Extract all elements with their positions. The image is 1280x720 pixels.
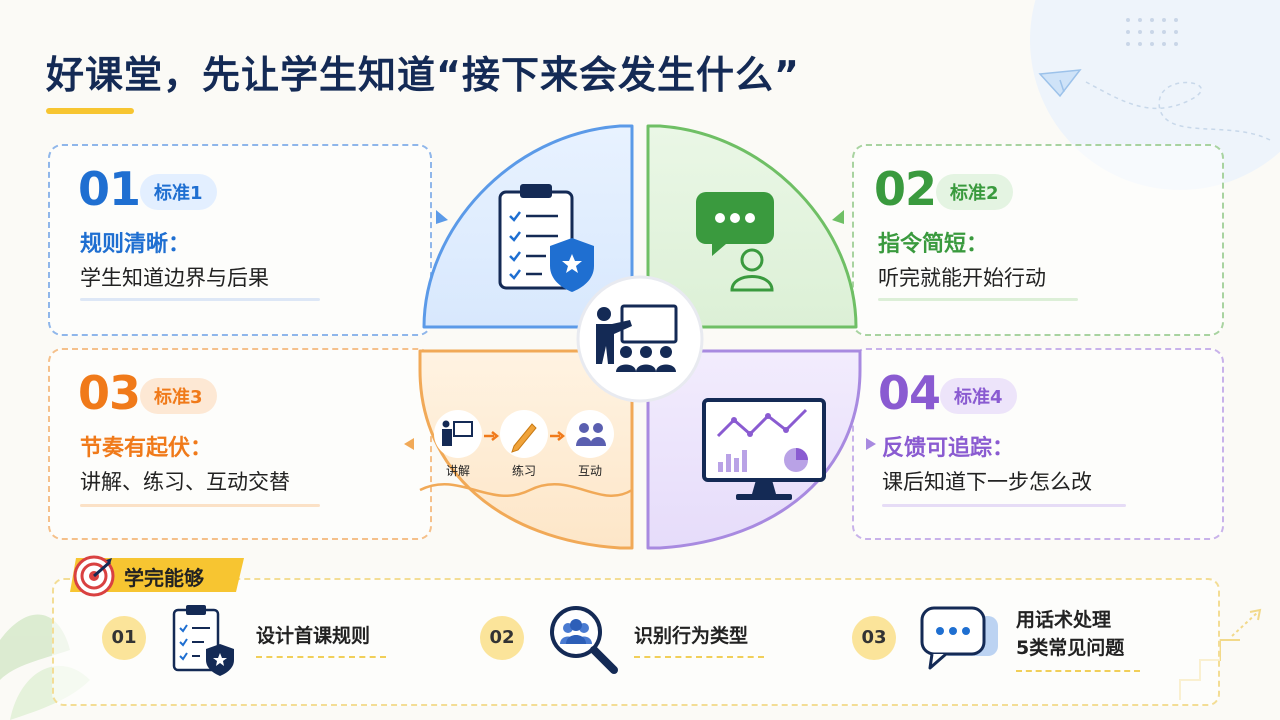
outcome-underline	[1016, 670, 1140, 672]
description-underline	[80, 504, 320, 507]
standard-tag: 标准1	[140, 174, 217, 210]
outcome-text-line: 用话术处理	[1016, 609, 1112, 631]
chat-person-icon	[696, 192, 774, 292]
description-underline	[882, 504, 1126, 507]
standard-card-2	[852, 144, 1224, 336]
rhythm-step-label: 讲解	[445, 464, 470, 478]
standard-heading: 指令简短：	[878, 232, 989, 257]
page-title: 好课堂，先让学生知道“接下来会发生什么”	[46, 53, 800, 97]
outcomes-badge	[70, 558, 244, 592]
standard-card-3	[48, 348, 432, 540]
standard-number: 04	[878, 366, 941, 420]
outcome-underline	[634, 656, 764, 658]
title-underline	[46, 108, 134, 114]
teacher-presenting-icon	[596, 304, 678, 372]
standard-card-4	[852, 348, 1224, 540]
standard-card-1	[48, 144, 432, 336]
speech-bubbles-icon	[920, 606, 998, 670]
standard-number: 01	[78, 162, 141, 216]
rhythm-steps-icon	[434, 410, 614, 458]
outcome-number: 03	[852, 616, 896, 660]
rhythm-step-label: 互动	[577, 464, 602, 478]
monitor-chart-icon	[702, 398, 826, 500]
standard-description: 听完就能开始行动	[878, 266, 1046, 290]
outcome-number: 02	[480, 616, 524, 660]
standard-description: 讲解、练习、互动交替	[80, 470, 290, 494]
central-quadrant-diagram	[404, 124, 876, 550]
target-icon	[73, 555, 115, 597]
outcomes-badge-label: 学完能够	[124, 566, 204, 590]
standard-description: 课后知道下一步怎么改	[882, 470, 1092, 494]
clipboard-shield-icon	[172, 605, 234, 676]
outcome-text: 用话术处理 5类常见问题	[1016, 606, 1124, 662]
standard-heading: 节奏有起伏：	[80, 436, 213, 461]
standard-tag: 标准4	[940, 378, 1017, 414]
standard-description: 学生知道边界与后果	[80, 266, 269, 290]
standard-tag: 标准2	[936, 174, 1013, 210]
outcome-number: 01	[102, 616, 146, 660]
outcome-text: 识别行为类型	[634, 625, 749, 647]
outcome-underline	[256, 656, 386, 658]
outcome-text-line: 5类常见问题	[1016, 637, 1125, 659]
description-underline	[80, 298, 320, 301]
outcome-text: 设计首课规则	[256, 625, 371, 647]
magnifier-people-icon	[550, 606, 618, 674]
outcomes-panel	[52, 578, 1220, 706]
standard-number: 02	[874, 162, 937, 216]
paper-plane-icon	[1038, 69, 1271, 141]
rhythm-step-label: 练习	[511, 464, 536, 478]
standard-number: 03	[78, 366, 141, 420]
description-underline	[878, 298, 1078, 301]
clipboard-shield-icon	[498, 184, 594, 292]
standard-heading: 规则清晰：	[80, 232, 191, 257]
standard-tag: 标准3	[140, 378, 217, 414]
standard-heading: 反馈可追踪：	[882, 436, 1015, 461]
